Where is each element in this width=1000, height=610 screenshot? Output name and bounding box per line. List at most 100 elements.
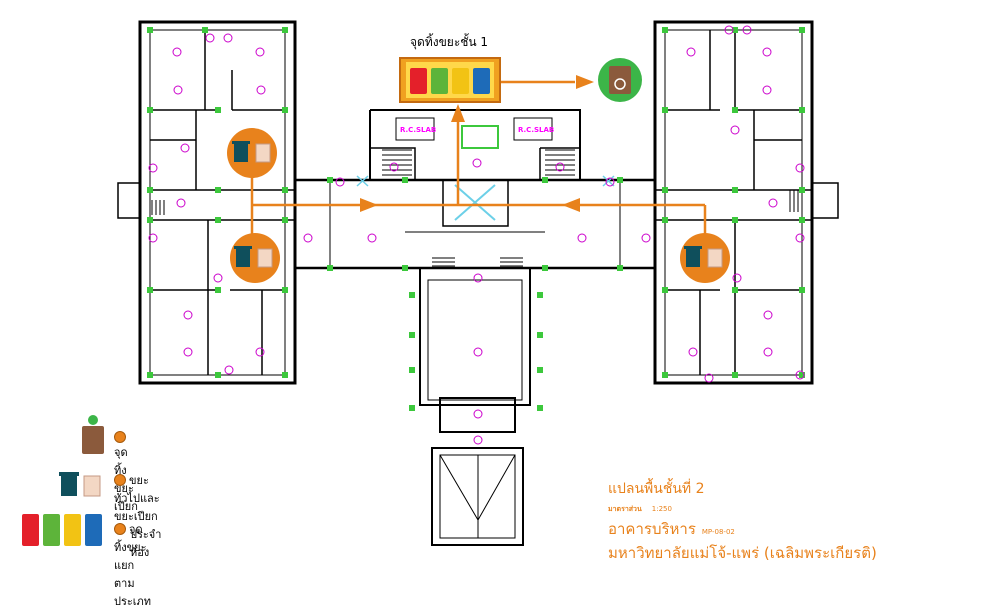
room-marker	[473, 409, 483, 419]
waste-flow-path	[250, 80, 707, 255]
column-marker	[409, 405, 415, 411]
column-marker	[147, 107, 153, 113]
sorted-bins-icon	[22, 514, 102, 546]
university-name: มหาวิทยาลัยแม่โจ้-แพร่ (เฉลิมพระเกียรติ)	[608, 544, 877, 562]
column-marker	[799, 217, 805, 223]
column-marker	[662, 287, 668, 293]
central-hall	[356, 175, 615, 227]
rc-slab-right: R.C.SLAB	[513, 117, 554, 141]
structural-columns	[147, 27, 805, 411]
room-marker	[577, 233, 587, 243]
column-marker	[282, 372, 288, 378]
room-marker	[472, 158, 482, 168]
room-marker	[183, 310, 193, 320]
column-marker	[147, 217, 153, 223]
column-marker	[282, 287, 288, 293]
room-marker	[473, 435, 483, 445]
room-marker	[724, 25, 734, 35]
column-marker	[542, 177, 548, 183]
column-marker	[799, 187, 805, 193]
recycle-bin-icon	[83, 475, 101, 497]
room-marker	[223, 33, 233, 43]
svg-text:R.C.SLAB: R.C.SLAB	[518, 126, 554, 134]
column-marker	[537, 332, 543, 338]
room-marker	[704, 373, 714, 383]
room-marker	[303, 233, 313, 243]
room-marker	[473, 273, 483, 283]
room-marker	[795, 163, 805, 173]
column-marker	[409, 367, 415, 373]
building-walls	[117, 20, 839, 546]
room-marker	[742, 25, 752, 35]
column-marker	[215, 187, 221, 193]
room-marker	[148, 233, 158, 243]
room-marker	[213, 273, 223, 283]
room-marker	[732, 273, 742, 283]
column-marker	[617, 265, 623, 271]
room-marker	[763, 347, 773, 357]
room-marker	[473, 347, 483, 357]
room-marker	[795, 233, 805, 243]
column-marker	[799, 372, 805, 378]
column-marker	[732, 187, 738, 193]
column-marker	[282, 187, 288, 193]
organic-bin-icon	[82, 415, 104, 454]
room-marker	[641, 233, 651, 243]
room-marker	[762, 47, 772, 57]
column-marker	[537, 292, 543, 298]
column-marker	[409, 332, 415, 338]
room-marker	[763, 310, 773, 320]
column-marker	[617, 177, 623, 183]
column-marker	[799, 27, 805, 33]
sorted-bins-station	[399, 57, 501, 103]
room-marker	[335, 177, 345, 187]
room-marker	[762, 85, 772, 95]
column-marker	[662, 372, 668, 378]
room-bin-marker-left-lower	[230, 233, 280, 283]
svg-text:R.C.SLAB: R.C.SLAB	[400, 126, 436, 134]
column-marker	[215, 372, 221, 378]
column-marker	[282, 107, 288, 113]
room-bin-marker-right	[680, 233, 730, 283]
rc-slab-left: R.C.SLAB	[395, 117, 436, 141]
room-marker	[205, 33, 215, 43]
room-marker	[172, 47, 182, 57]
column-marker	[732, 217, 738, 223]
column-marker	[662, 27, 668, 33]
legend-general-wet: ขยะทั่วไปและขยะเปียก ประจำห้อง	[114, 474, 162, 559]
column-marker	[402, 265, 408, 271]
column-marker	[542, 265, 548, 271]
column-marker	[147, 27, 153, 33]
column-marker	[732, 107, 738, 113]
organic-bin-station	[598, 58, 642, 102]
column-marker	[732, 27, 738, 33]
column-marker	[327, 265, 333, 271]
plan-title: แปลนพื้นชั้นที่ 2	[608, 481, 705, 497]
room-marker	[686, 47, 696, 57]
column-marker	[202, 27, 208, 33]
room-marker	[173, 85, 183, 95]
column-marker	[537, 367, 543, 373]
room-marker	[176, 198, 186, 208]
legend-wet-waste: จุดทิ้งขยะเปียก	[114, 430, 138, 515]
legend-dot	[114, 474, 126, 486]
flow-arrowheads	[360, 75, 594, 212]
column-marker	[662, 107, 668, 113]
room-marker	[605, 177, 615, 187]
column-marker	[732, 372, 738, 378]
room-marker	[730, 125, 740, 135]
room-marker	[183, 347, 193, 357]
column-marker	[662, 187, 668, 193]
room-marker	[256, 85, 266, 95]
column-marker	[215, 107, 221, 113]
legend-dot	[114, 523, 126, 535]
column-marker	[282, 217, 288, 223]
trash-bin-icon	[59, 472, 79, 496]
column-marker	[147, 287, 153, 293]
column-marker	[799, 287, 805, 293]
room-marker	[180, 143, 190, 153]
room-marker	[795, 370, 805, 380]
